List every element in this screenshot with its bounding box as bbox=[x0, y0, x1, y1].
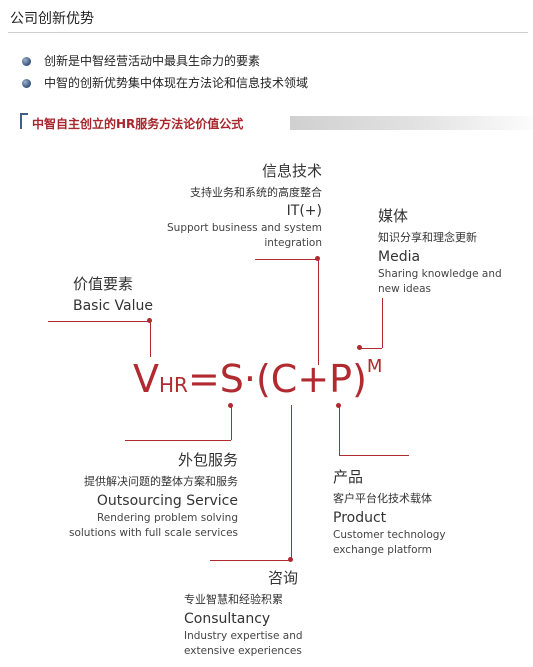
connector-line bbox=[255, 259, 318, 260]
connector-line bbox=[48, 321, 150, 322]
connector-dot bbox=[357, 345, 362, 350]
outsourcing-en-title: Outsourcing Service bbox=[96, 493, 238, 509]
outsourcing-cn-title: 外包服务 bbox=[177, 451, 238, 469]
value-formula: VHR=S·(C+P)M bbox=[133, 356, 383, 401]
node-media: 媒体 知识分享和理念更新 Media Sharing knowledge and… bbox=[378, 205, 518, 297]
list-item: 创新是中智经营活动中最具生命力的要素 bbox=[22, 52, 308, 74]
it-en-title: IT(+) bbox=[286, 203, 322, 219]
consultancy-en-title: Consultancy bbox=[184, 611, 271, 627]
media-cn-title: 媒体 bbox=[378, 207, 409, 225]
it-cn-title: 信息技术 bbox=[261, 162, 322, 180]
formula-sup: M bbox=[366, 356, 383, 377]
connector-line bbox=[382, 298, 383, 348]
connector-dot bbox=[336, 403, 341, 408]
product-en-title: Product bbox=[333, 510, 387, 526]
connector-dot bbox=[315, 256, 320, 261]
node-product: 产品 客户平台化技术载体 Product Customer technology… bbox=[333, 466, 483, 558]
section-title: 中智自主创立的HR服务方法论价值公式 bbox=[32, 115, 252, 132]
outsourcing-cn-sub: 提供解决问题的整体方案和服务 bbox=[84, 475, 238, 488]
bullet-icon bbox=[22, 79, 31, 88]
media-cn-sub: 知识分享和理念更新 bbox=[378, 231, 477, 244]
connector-line bbox=[150, 321, 151, 357]
media-en-desc: Sharing knowledge and new ideas bbox=[378, 268, 502, 295]
consultancy-cn-title: 咨询 bbox=[268, 569, 299, 587]
formula-v: V bbox=[133, 357, 159, 401]
it-en-desc: Support business and system integration bbox=[167, 222, 322, 249]
list-item: 中智的创新优势集中体现在方法论和信息技术领域 bbox=[22, 74, 308, 96]
section-header: 中智自主创立的HR服务方法论价值公式 bbox=[20, 113, 533, 135]
connector-dot bbox=[228, 403, 233, 408]
connector-line bbox=[125, 440, 231, 441]
connector-dot bbox=[147, 318, 152, 323]
consultancy-en-desc: Industry expertise and extensive experie… bbox=[184, 630, 303, 657]
gradient-bar bbox=[290, 116, 533, 130]
connector-line bbox=[339, 455, 409, 456]
formula-body: =S·(C+P) bbox=[187, 357, 367, 401]
connector-line bbox=[318, 259, 319, 365]
consultancy-cn-sub: 专业智慧和经验积累 bbox=[184, 593, 283, 606]
title-divider bbox=[8, 32, 528, 33]
connector-line bbox=[339, 405, 340, 455]
node-it: 信息技术 支持业务和系统的高度整合 IT(+) Support business… bbox=[150, 160, 322, 251]
corner-bracket-icon bbox=[20, 113, 28, 129]
node-outsourcing: 外包服务 提供解决问题的整体方案和服务 Outsourcing Service … bbox=[50, 449, 238, 541]
basic-en-title: Basic Value bbox=[73, 298, 153, 314]
page-title: 公司创新优势 bbox=[10, 11, 94, 27]
product-cn-sub: 客户平台化技术载体 bbox=[333, 492, 432, 505]
connector-dot bbox=[288, 557, 293, 562]
connector-line bbox=[360, 348, 382, 349]
connector-line bbox=[210, 560, 291, 561]
connector-line bbox=[231, 405, 232, 440]
media-en-title: Media bbox=[378, 249, 421, 265]
formula-sub: HR bbox=[159, 373, 188, 397]
bullet-text: 创新是中智经营活动中最具生命力的要素 bbox=[44, 54, 261, 68]
node-consultancy: 咨询 专业智慧和经验积累 Consultancy Industry expert… bbox=[184, 567, 324, 659]
it-cn-sub: 支持业务和系统的高度整合 bbox=[190, 186, 322, 199]
basic-cn-title: 价值要素 bbox=[73, 275, 134, 293]
product-cn-title: 产品 bbox=[333, 468, 364, 486]
bullet-text: 中智的创新优势集中体现在方法论和信息技术领域 bbox=[44, 76, 309, 90]
connector-line bbox=[291, 405, 292, 560]
bullet-list: 创新是中智经营活动中最具生命力的要素 中智的创新优势集中体现在方法论和信息技术领… bbox=[22, 52, 308, 96]
product-en-desc: Customer technology exchange platform bbox=[333, 529, 446, 556]
bullet-icon bbox=[22, 57, 31, 66]
outsourcing-en-desc: Rendering problem solving solutions with… bbox=[69, 512, 238, 539]
node-basic-value: 价值要素 Basic Value bbox=[73, 273, 193, 314]
